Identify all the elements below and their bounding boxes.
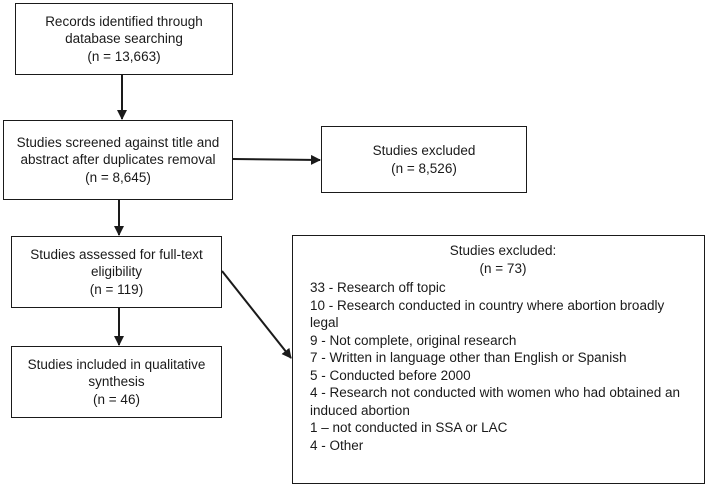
screened-line-1: Studies screened against title and — [16, 134, 220, 150]
screened-line-2: abstract after duplicates removal — [20, 152, 216, 168]
excluded1-count: (n = 8,526) — [391, 160, 457, 176]
studies-included-box: Studies included in qualitative synthesi… — [11, 346, 222, 418]
assessed-line-1: Studies assessed for full-text — [30, 246, 203, 262]
screened-count: (n = 8,645) — [85, 169, 151, 185]
exclusion-reason: 7 - Written in language other than Engli… — [310, 350, 627, 365]
records-count: (n = 13,663) — [87, 48, 161, 64]
exclusion-reasons-list: 33 - Research off topic 10 - Research co… — [310, 279, 696, 454]
exclusion-reason: 9 - Not complete, original research — [310, 332, 517, 348]
exclusion-reason: 5 - Conducted before 2000 — [310, 367, 471, 383]
exclusion-reason: 4 - Research not conducted with women wh… — [310, 385, 680, 400]
exclusion-reason: 4 - Other — [310, 437, 364, 453]
arrow-screened-to-excluded — [232, 154, 321, 165]
excluded2-count: (n = 73) — [479, 260, 527, 276]
included-count: (n = 46) — [93, 391, 140, 407]
assessed-line-2: eligibility — [90, 264, 143, 280]
exclusion-reason: legal — [310, 315, 339, 330]
studies-excluded-fulltext-box: Studies excluded: (n = 73) 33 - Research… — [292, 235, 705, 484]
studies-excluded-screening-box: Studies excluded (n = 8,526) — [321, 126, 527, 193]
exclusion-reason: 10 - Research conducted in country where… — [310, 297, 665, 313]
excluded1-label: Studies excluded — [372, 143, 476, 158]
records-line-2: database searching — [65, 31, 183, 47]
excluded2-title: Studies excluded: — [449, 243, 557, 258]
exclusion-reason: 1 – not conducted in SSA or LAC — [310, 420, 508, 435]
arrow-assessed-to-excluded — [221, 270, 292, 359]
exclusion-reason: induced abortion — [310, 402, 410, 418]
exclusion-reason: 33 - Research off topic — [310, 280, 446, 295]
included-line-1: Studies included in qualitative — [27, 356, 206, 372]
studies-assessed-box: Studies assessed for full-text eligibili… — [11, 236, 222, 308]
assessed-count: (n = 119) — [89, 281, 144, 297]
included-line-2: synthesis — [88, 374, 145, 390]
records-line-1: Records identified through — [45, 13, 203, 29]
records-identified-box: Records identified through database sear… — [15, 3, 233, 75]
studies-screened-box: Studies screened against title and abstr… — [3, 120, 233, 200]
